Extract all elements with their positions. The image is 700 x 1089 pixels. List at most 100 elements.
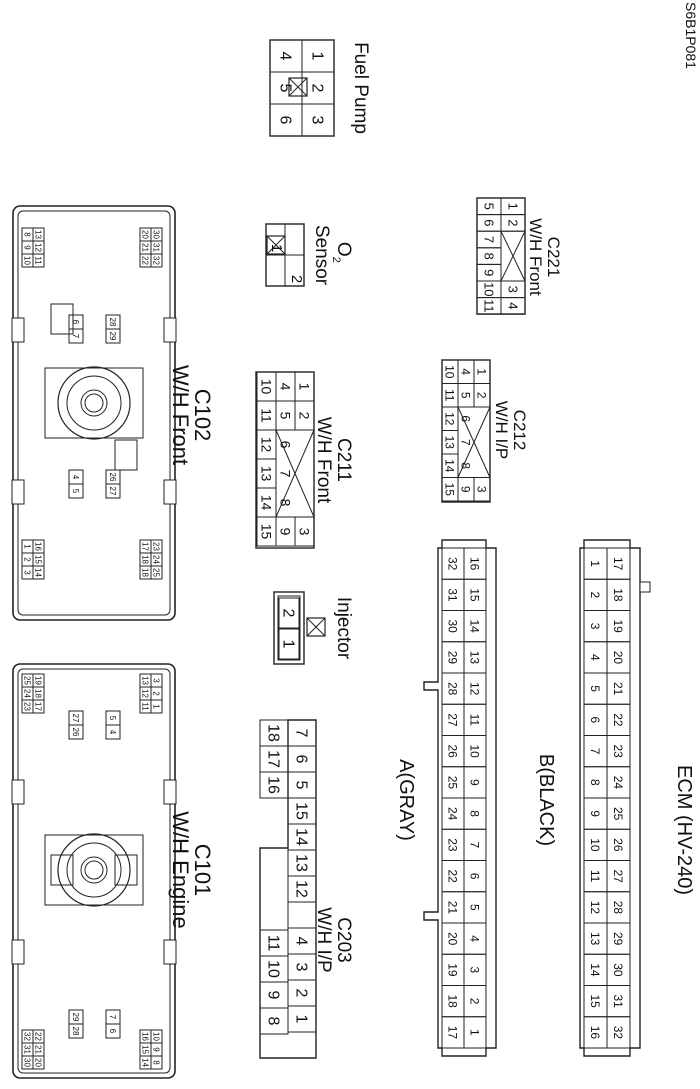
label-line: W/H Front — [313, 417, 334, 504]
pin-number: 24 — [152, 555, 161, 564]
pin-number: 31 — [446, 588, 460, 602]
pin-number: 12 — [443, 412, 457, 426]
c101-pin-group: 54 — [105, 710, 121, 740]
connector-injector: 21 Injector — [273, 591, 354, 665]
pin-number: 32 — [611, 1026, 625, 1040]
pin-cell — [259, 771, 289, 799]
c203-label: C203W/H I/P — [313, 907, 354, 972]
pin-cell — [476, 297, 502, 315]
cross-mark — [457, 406, 491, 478]
pin-number: 6 — [588, 717, 602, 724]
pin-number: 8 — [277, 499, 293, 507]
pin-number: 1 — [268, 244, 285, 252]
pin-number: 12 — [468, 682, 482, 696]
pin-number: 21 — [446, 901, 460, 915]
label-line: W/H Front — [168, 365, 193, 465]
pin-number: 11 — [141, 702, 150, 711]
pin-number: 15 — [443, 483, 457, 497]
pin-number: 1 — [296, 383, 312, 391]
pin-number: 19 — [446, 963, 460, 977]
pin-number: 6 — [459, 415, 473, 422]
label-line: B(BLACK) — [535, 754, 557, 846]
pin-number: 17 — [141, 542, 150, 551]
pin-number: 14 — [588, 963, 602, 977]
ecm-label: ECM (HV-240) — [673, 765, 695, 895]
pin-number: 23 — [152, 542, 161, 551]
pin-number: 2 — [588, 592, 602, 599]
c221-label: C221W/H Front — [526, 218, 563, 296]
label-line: W/H I/P — [313, 907, 334, 972]
pin-number: 24 — [611, 776, 625, 790]
pin-number: 25 — [152, 568, 161, 577]
pin-cell — [21, 699, 34, 714]
pin-number: 11 — [588, 870, 602, 883]
pin-number: 5 — [459, 392, 473, 399]
pin-number: 6 — [276, 116, 293, 125]
pin-number: 15 — [468, 588, 482, 602]
pin-number: 30 — [611, 963, 625, 977]
pin-number: 26 — [108, 473, 117, 482]
pin-number: 32 — [446, 557, 460, 571]
pin-number: 23 — [446, 838, 460, 852]
pin-number: 15 — [141, 1045, 150, 1054]
pin-number: 18 — [446, 994, 460, 1008]
pin-number: 5 — [292, 781, 309, 790]
pin-number: 21 — [141, 243, 150, 252]
pin-number: 4 — [468, 935, 482, 942]
label-line: W/H I/P — [492, 401, 511, 460]
blank-cavity — [287, 901, 317, 929]
pin-number: 8 — [588, 779, 602, 786]
pin-number: 13 — [141, 676, 150, 685]
pin-number: 20 — [34, 1058, 43, 1067]
pin-number: 23 — [611, 744, 625, 758]
pin-number: 6 — [481, 219, 496, 226]
pin-number: 3 — [588, 623, 602, 630]
pin-cell — [441, 477, 459, 502]
pin-cell — [21, 253, 34, 268]
o2-label-line1: O2 — [330, 242, 354, 263]
label-line: C221 — [544, 237, 563, 278]
cross-mark — [275, 429, 315, 518]
pin-number: 26 — [71, 728, 80, 737]
pin-number: 9 — [468, 779, 482, 786]
ecm-b-label: B(BLACK) — [535, 754, 557, 846]
pin-number: 16 — [588, 1026, 602, 1040]
pin-number: 10 — [588, 838, 602, 852]
pin-number: 2 — [308, 84, 325, 93]
figure-code: S6B1P081 — [683, 2, 699, 69]
pin-number: 17 — [446, 1026, 460, 1040]
pin-number: 20 — [611, 651, 625, 665]
pin-number: 1 — [279, 640, 296, 649]
label-line: ECM (HV-240) — [673, 765, 695, 895]
pin-number: 1 — [23, 544, 32, 549]
c212-label: C212W/H I/P — [492, 401, 529, 460]
pin-cell — [278, 597, 300, 629]
pin-number: 6 — [277, 441, 293, 449]
pin-number: 4 — [459, 368, 473, 375]
pin-number: 2 — [23, 557, 32, 562]
pin-number: 4 — [292, 937, 309, 946]
pin-number: 6 — [108, 1029, 117, 1034]
pin-number: 23 — [23, 702, 32, 711]
pin-number: 14 — [141, 1058, 150, 1067]
pin-number: 9 — [277, 528, 293, 536]
pin-number: 7 — [108, 1015, 117, 1020]
o2-label-line2: Sensor — [311, 225, 332, 286]
pin-number: 16 — [34, 542, 43, 551]
pin-number: 7 — [588, 748, 602, 755]
connector-ecm-b: 1718192021222324252627282930313212345678… — [535, 539, 651, 1057]
pin-number: 16 — [264, 776, 281, 794]
pin-number: 2 — [292, 989, 309, 998]
pin-number: 2 — [475, 392, 489, 399]
pin-number: 1 — [505, 203, 520, 210]
pin-number: 2 — [288, 275, 305, 283]
pin-number: 1 — [292, 1015, 309, 1024]
pin-number: 31 — [611, 994, 625, 1008]
